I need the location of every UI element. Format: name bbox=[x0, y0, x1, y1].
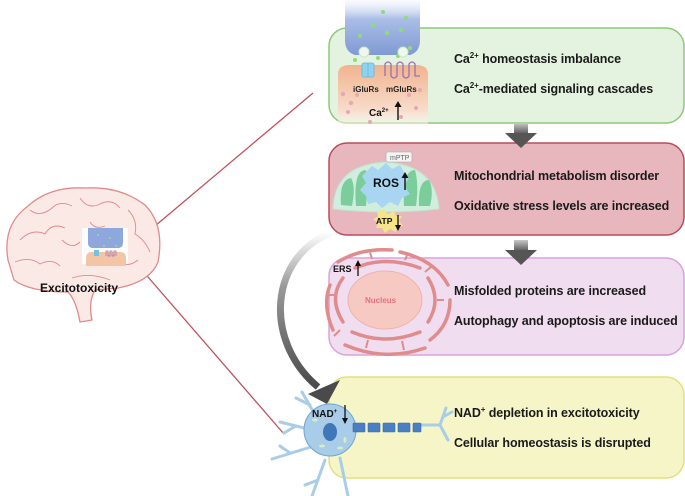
up-arrow-icon bbox=[355, 260, 361, 276]
connector-line-bottom bbox=[134, 261, 285, 435]
endoplasmic-reticulum-illustration: Nucleus ERS bbox=[324, 248, 452, 356]
panel-nad bbox=[328, 376, 685, 479]
panel-er-stress bbox=[328, 257, 685, 356]
up-arrow-icon bbox=[394, 101, 402, 120]
mitochondria-line-2: Oxidative stress levels are increased bbox=[454, 199, 670, 213]
brain-label: Excitotoxicity bbox=[40, 281, 118, 295]
ros-label: ROS bbox=[373, 176, 399, 190]
synapse-illustration: iGluRs mGluRs Ca2+ bbox=[338, 0, 428, 130]
metabotropic-receptor-label: mGluRs bbox=[386, 85, 417, 94]
curved-arrow-icon bbox=[276, 228, 340, 404]
mptp-label: mPTP bbox=[390, 155, 410, 162]
nucleus-label: Nucleus bbox=[365, 296, 397, 305]
er-stress-line-2: Autophagy and apoptosis are induced bbox=[454, 314, 678, 328]
down-arrow-icon bbox=[505, 240, 537, 265]
calcium-line-2: Ca2+-mediated signaling cascades bbox=[454, 81, 654, 97]
down-arrow-icon bbox=[342, 405, 348, 424]
ers-label: ERS bbox=[333, 264, 352, 274]
down-arrow-icon bbox=[505, 123, 537, 148]
nad-line-1: NAD+ depletion in excitotoxicity bbox=[454, 405, 640, 421]
er-stress-line-1: Misfolded proteins are increased bbox=[454, 284, 646, 298]
calcium-ion-label: Ca2+ bbox=[369, 108, 389, 119]
brain-illustration: Excitotoxicity bbox=[6, 187, 161, 323]
mitochondria-line-1: Mitochondrial metabolism disorder bbox=[454, 169, 660, 183]
nad-label: NAD+ bbox=[312, 409, 338, 420]
nad-line-2: Cellular homeostasis is disrupted bbox=[454, 436, 651, 450]
atp-label: ATP bbox=[376, 216, 393, 226]
ionotropic-receptor-label: iGluRs bbox=[353, 85, 379, 94]
neuron-illustration: NAD+ bbox=[270, 390, 454, 496]
panel-mitochondria bbox=[328, 142, 685, 236]
metabotropic-receptor-icon bbox=[384, 61, 420, 79]
up-arrow-icon bbox=[401, 172, 409, 190]
connector-line-top bbox=[129, 92, 314, 248]
calcium-line-1: Ca2+ homeostasis imbalance bbox=[454, 51, 622, 67]
down-arrow-icon bbox=[395, 215, 401, 231]
mitochondrion-illustration: mPTP ROS ATP bbox=[332, 151, 440, 233]
